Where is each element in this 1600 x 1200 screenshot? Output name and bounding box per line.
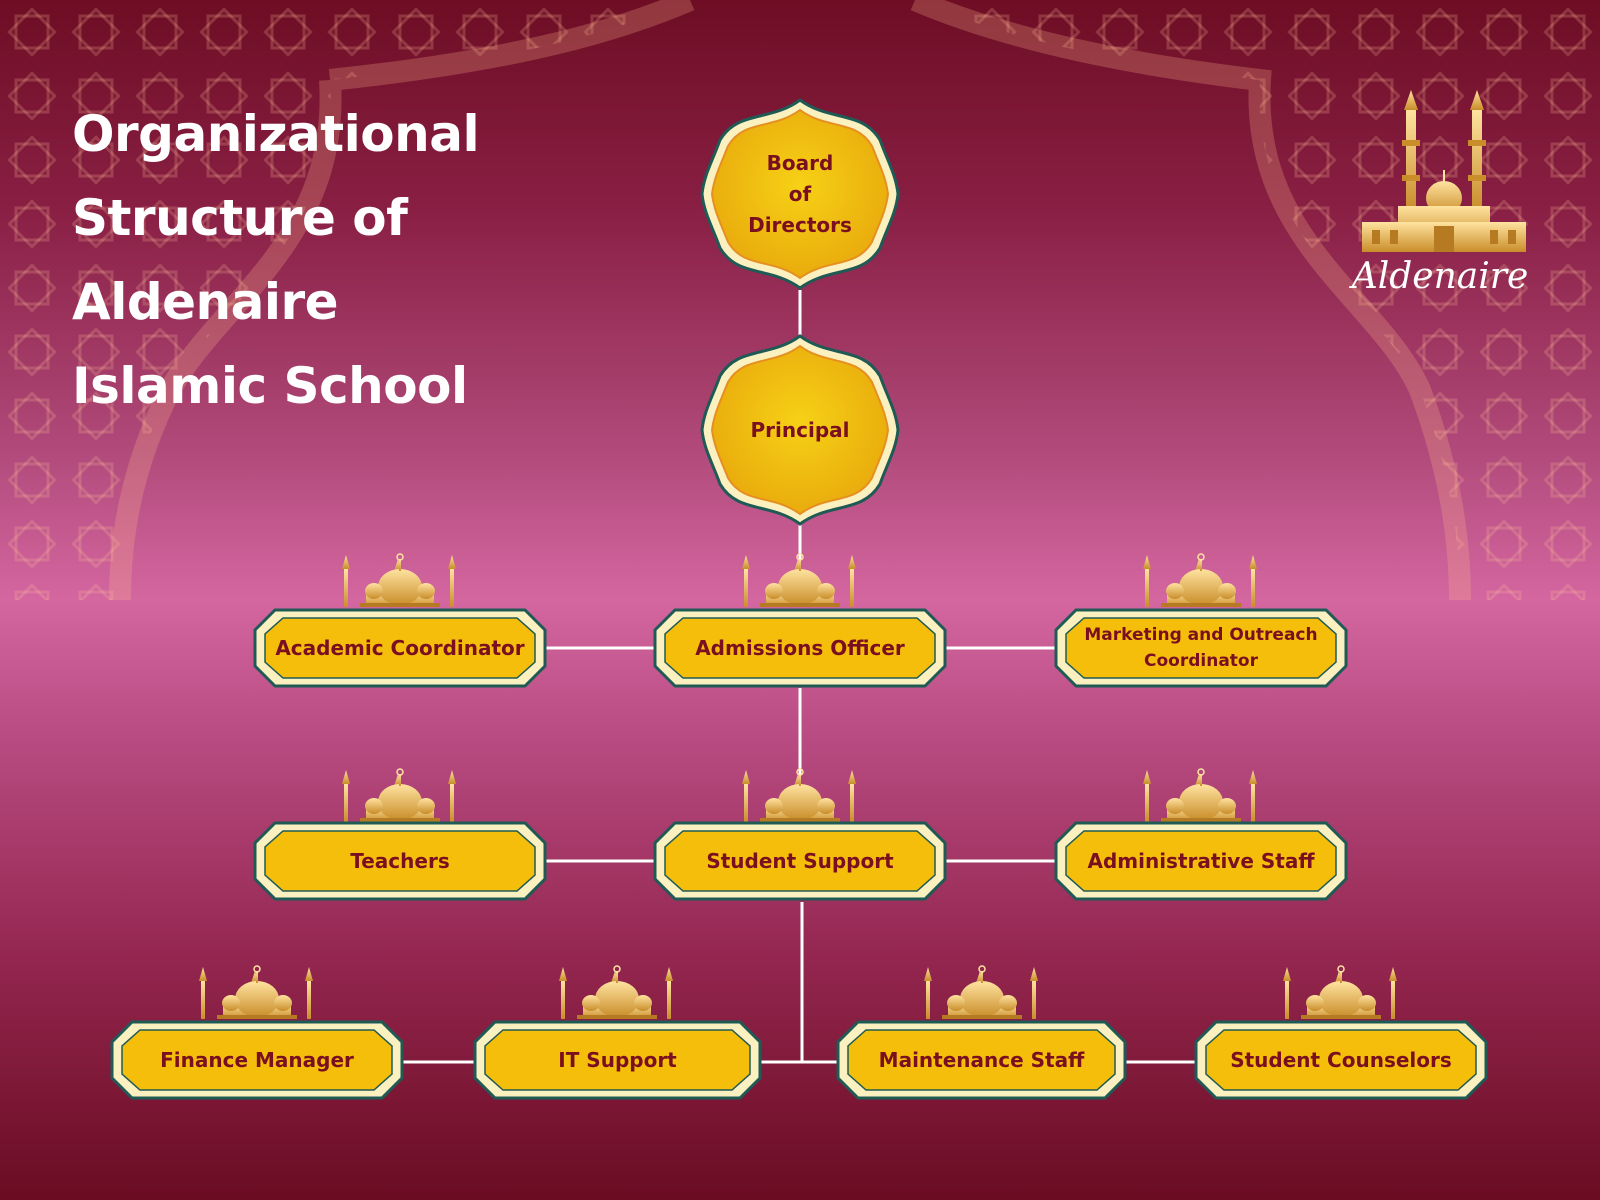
mosque-icon bbox=[341, 553, 457, 608]
node-principal: Principal bbox=[720, 400, 880, 460]
maintenance-staff-shape bbox=[836, 1020, 1127, 1100]
background-lattice bbox=[0, 0, 1600, 601]
connector-lines bbox=[402, 290, 1196, 1064]
board-label-line-2: of bbox=[788, 181, 812, 206]
title-line-3: Aldenaire bbox=[72, 273, 339, 331]
mosque-icon bbox=[198, 965, 314, 1020]
principal-medallion-shape bbox=[700, 334, 900, 526]
title-line-4: Islamic School bbox=[72, 357, 468, 415]
principal-label: Principal bbox=[750, 417, 850, 442]
node-academic-coordinator: Academic Coordinator bbox=[265, 618, 535, 678]
admissions-officer-shape bbox=[653, 608, 947, 688]
node-marketing-outreach-coordinator: Marketing and Outreach Coordinator bbox=[1066, 618, 1336, 678]
administrative-staff-shape bbox=[1054, 821, 1348, 901]
node-finance-manager: Finance Manager bbox=[122, 1030, 392, 1090]
administrative-staff-label: Administrative Staff bbox=[1087, 849, 1315, 873]
board-label-line-3: Directors bbox=[748, 212, 852, 237]
node-admissions-officer: Admissions Officer bbox=[665, 618, 935, 678]
mosque-icon bbox=[923, 965, 1039, 1020]
node-student-support: Student Support bbox=[665, 831, 935, 891]
marketing-label-line-1: Marketing and Outreach bbox=[1084, 625, 1318, 645]
board-medallion-shape bbox=[700, 98, 900, 290]
node-maintenance-staff: Maintenance Staff bbox=[848, 1030, 1115, 1090]
student-support-shape bbox=[653, 821, 947, 901]
student-counselors-label: Student Counselors bbox=[1230, 1048, 1452, 1072]
student-counselors-shape bbox=[1194, 1020, 1488, 1100]
mosque-icon bbox=[1282, 965, 1398, 1020]
admissions-officer-label: Admissions Officer bbox=[695, 636, 905, 660]
mosque-icon bbox=[341, 768, 457, 823]
finance-manager-shape bbox=[110, 1020, 404, 1100]
finance-manager-label: Finance Manager bbox=[160, 1048, 354, 1072]
mosque-icon bbox=[558, 965, 674, 1020]
student-support-label: Student Support bbox=[706, 849, 894, 873]
brand-name: Aldenaire bbox=[1351, 256, 1529, 297]
maintenance-staff-label: Maintenance Staff bbox=[878, 1048, 1085, 1072]
node-teachers: Teachers bbox=[265, 831, 535, 891]
mosque-logo-icon bbox=[1362, 90, 1526, 252]
academic-coordinator-label: Academic Coordinator bbox=[275, 636, 525, 660]
node-student-counselors: Student Counselors bbox=[1206, 1030, 1476, 1090]
marketing-coordinator-shape bbox=[1054, 608, 1348, 688]
mosque-icon bbox=[741, 553, 857, 608]
node-board-of-directors: Board of Directors bbox=[720, 140, 880, 248]
title-line-2: Structure of bbox=[72, 189, 408, 247]
title-line-1: Organizational bbox=[72, 105, 480, 163]
node-it-support: IT Support bbox=[485, 1030, 750, 1090]
marketing-label-line-2: Coordinator bbox=[1144, 651, 1258, 671]
mosque-icon bbox=[741, 768, 857, 823]
academic-coordinator-shape bbox=[253, 608, 547, 688]
board-label-line-1: Board bbox=[766, 150, 834, 175]
mosque-icon bbox=[1142, 553, 1258, 608]
teachers-shape bbox=[253, 821, 547, 901]
it-support-shape bbox=[473, 1020, 762, 1100]
teachers-label: Teachers bbox=[350, 849, 450, 873]
it-support-label: IT Support bbox=[558, 1048, 677, 1072]
page-title: Organizational Structure of Aldenaire Is… bbox=[72, 92, 512, 428]
node-administrative-staff: Administrative Staff bbox=[1066, 831, 1336, 891]
node-shapes bbox=[110, 608, 1488, 1100]
mosque-icon bbox=[1142, 768, 1258, 823]
